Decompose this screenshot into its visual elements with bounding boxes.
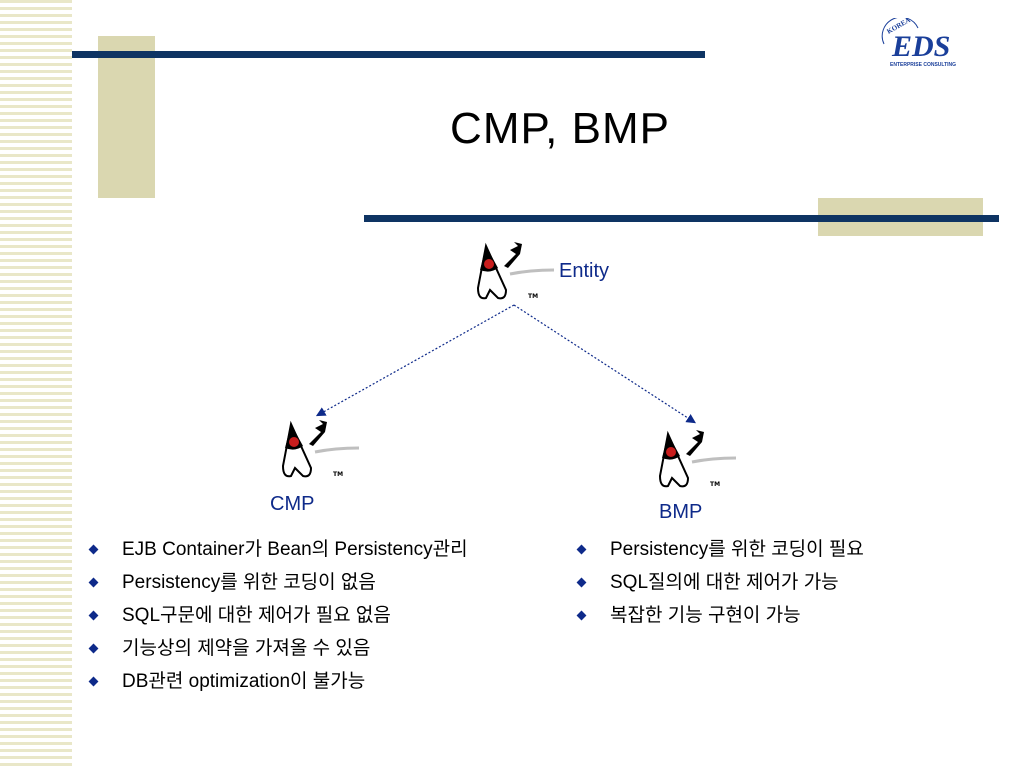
bmp-bullet-item: SQL질의에 대한 제어가 가능 <box>574 566 864 599</box>
entity-node-label: Entity <box>559 260 610 282</box>
bullet-diamond-icon <box>88 643 99 654</box>
cmp-bullet-item: EJB Container가 Bean의 Persistency관리 <box>86 533 468 566</box>
decorative-tan-block-top <box>98 36 155 198</box>
bmp-bullet-item: Persistency를 위한 코딩이 필요 <box>574 533 864 566</box>
bullet-diamond-icon <box>88 610 99 621</box>
decorative-stripe-band <box>0 0 72 768</box>
bullet-diamond-icon <box>88 544 99 555</box>
cmp-node-label: CMP <box>270 493 315 515</box>
decorative-navy-bar-bottom <box>364 215 999 222</box>
edge-entity-to-bmp <box>513 304 697 424</box>
cmp-bullet-text: EJB Container가 Bean의 Persistency관리 <box>122 539 468 560</box>
edge-entity-to-cmp <box>315 304 515 417</box>
bmp-node-label: BMP <box>659 501 703 523</box>
bullet-diamond-icon <box>576 610 587 621</box>
cmp-bullet-text: SQL구문에 대한 제어가 필요 없음 <box>122 605 391 626</box>
decorative-navy-bar-top <box>72 51 705 58</box>
bmp-bullet-text: 복잡한 기능 구현이 가능 <box>610 605 801 626</box>
entity-mascot-tm: TM <box>528 293 538 300</box>
eds-logo: KOREA EDS ENTERPRISE CONSULTING <box>881 18 956 68</box>
cmp-bullet-list: EJB Container가 Bean의 Persistency관리 Persi… <box>86 533 468 698</box>
cmp-bullet-text: Persistency를 위한 코딩이 없음 <box>122 572 376 593</box>
cmp-bullet-text: DB관련 optimization이 불가능 <box>122 671 366 692</box>
bmp-mascot-icon: TM <box>658 430 737 488</box>
entity-mascot-icon: TM <box>476 242 555 300</box>
bmp-mascot-tm: TM <box>710 481 720 488</box>
logo-tagline-text: ENTERPRISE CONSULTING <box>890 62 956 68</box>
cmp-mascot-icon: TM <box>281 420 360 478</box>
bmp-bullet-text: SQL질의에 대한 제어가 가능 <box>610 572 839 593</box>
logo-brand-text: EDS <box>891 30 950 63</box>
bmp-bullet-list: Persistency를 위한 코딩이 필요 SQL질의에 대한 제어가 가능 … <box>574 533 864 632</box>
cmp-bullet-item: SQL구문에 대한 제어가 필요 없음 <box>86 599 468 632</box>
bmp-bullet-text: Persistency를 위한 코딩이 필요 <box>610 539 864 560</box>
slide-title: CMP, BMP <box>450 104 670 153</box>
bullet-diamond-icon <box>576 577 587 588</box>
bullet-diamond-icon <box>88 676 99 687</box>
cmp-bullet-item: DB관련 optimization이 불가능 <box>86 665 468 698</box>
bullet-diamond-icon <box>88 577 99 588</box>
cmp-bullet-item: 기능상의 제약을 가져올 수 있음 <box>86 632 468 665</box>
cmp-bullet-text: 기능상의 제약을 가져올 수 있음 <box>122 638 371 659</box>
bmp-bullet-item: 복잡한 기능 구현이 가능 <box>574 599 864 632</box>
bullet-diamond-icon <box>576 544 587 555</box>
cmp-bullet-item: Persistency를 위한 코딩이 없음 <box>86 566 468 599</box>
cmp-mascot-tm: TM <box>333 471 343 478</box>
